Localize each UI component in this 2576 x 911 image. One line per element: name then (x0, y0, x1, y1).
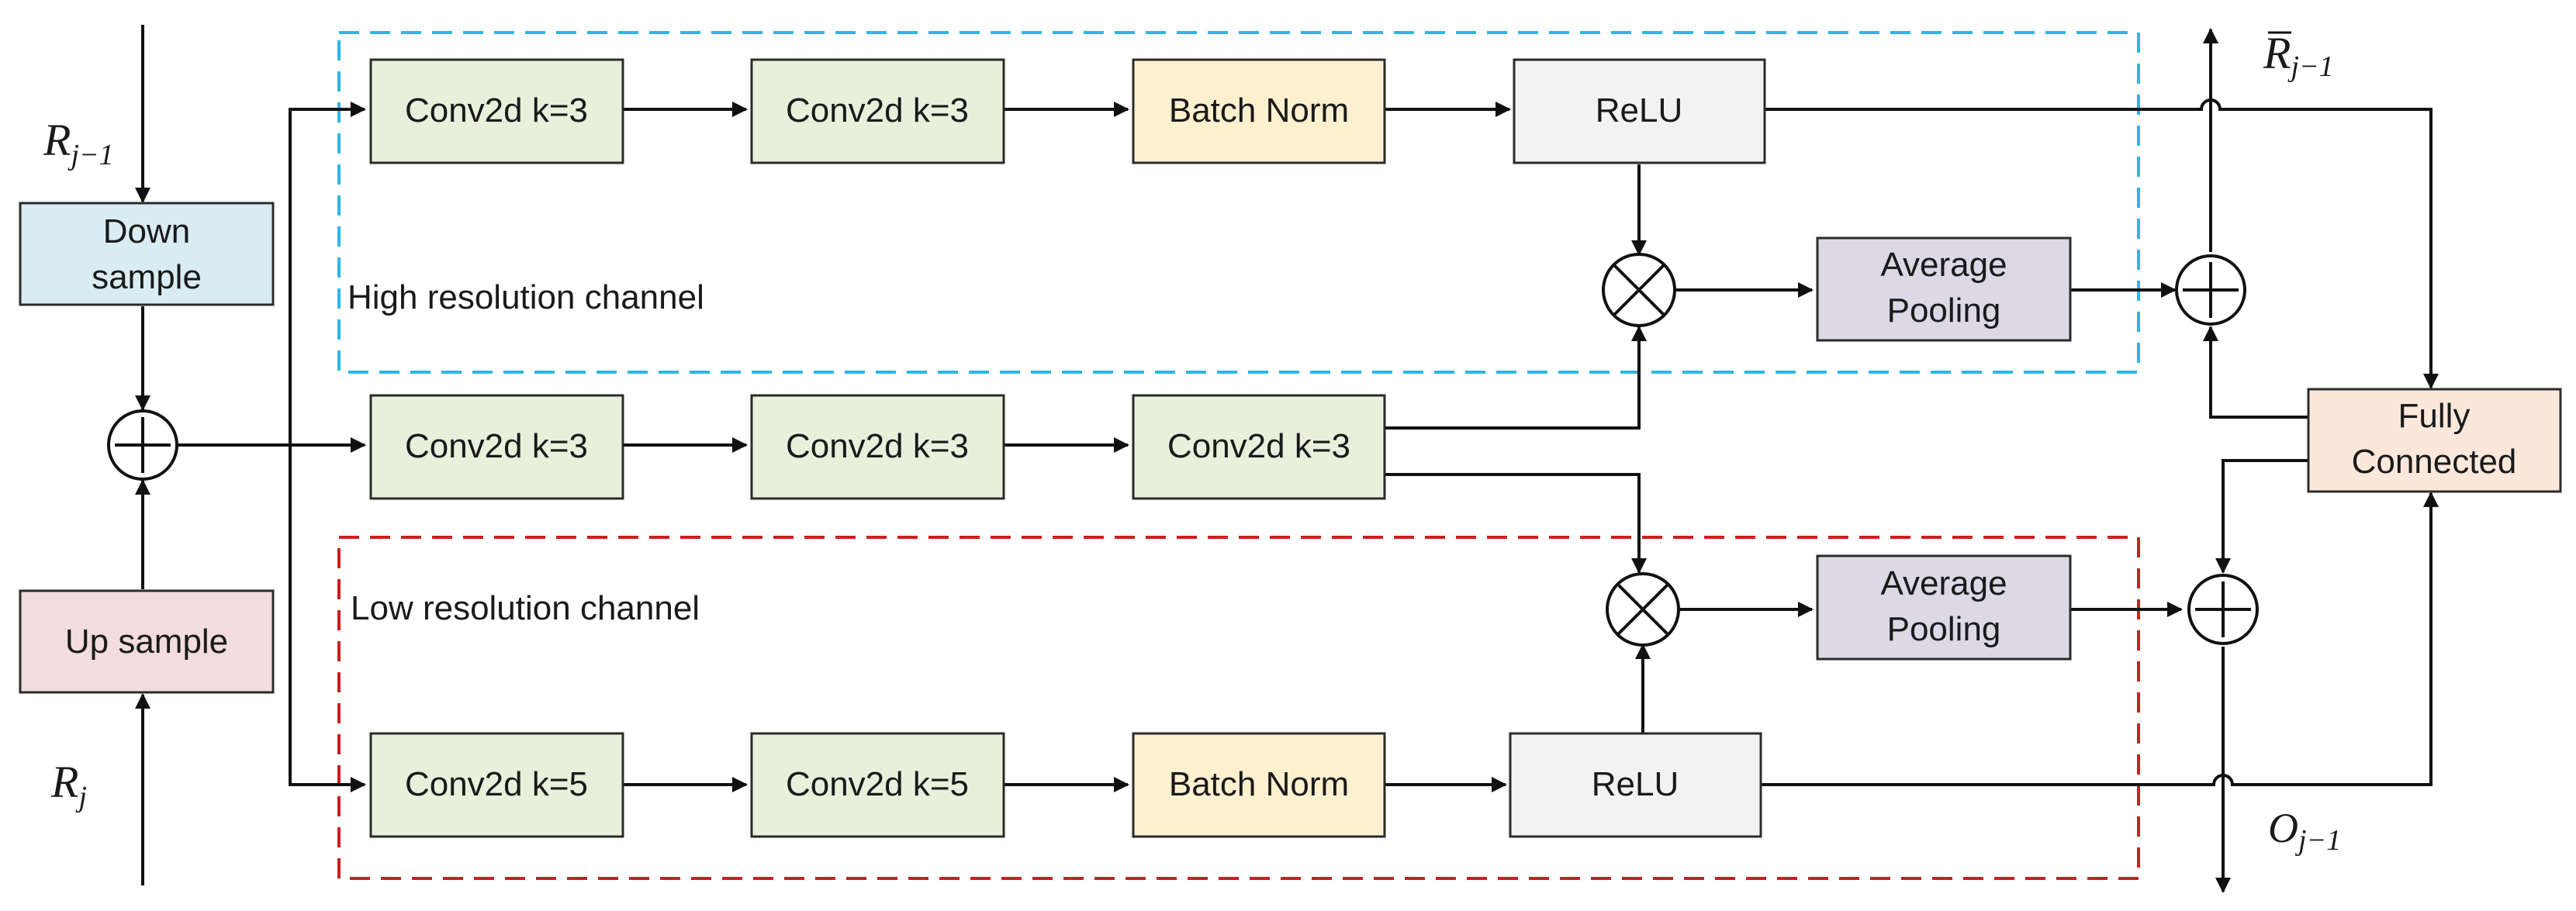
high-batchnorm-label: Batch Norm (1169, 91, 1349, 129)
downsample-label-line2: sample (92, 258, 202, 296)
mid-conv3-box (1132, 394, 1386, 500)
input-r-j-base: R (50, 757, 78, 807)
input-r-j-label: Rj (50, 757, 87, 813)
mid-conv1-box (369, 394, 624, 500)
upsample-box (19, 589, 275, 694)
fully-connected-label-line1: Fully (2398, 397, 2471, 435)
fully-connected-box (2307, 388, 2562, 493)
high-conv2-label: Conv2d k=3 (786, 91, 969, 129)
low-sum-circle-plus-icon (2187, 574, 2259, 645)
downsample-box (19, 202, 275, 306)
connections (135, 25, 2439, 893)
input-r-j-minus-1-label: Rj−1 (43, 115, 114, 171)
low-conv1-box (369, 732, 624, 838)
low-multiply-circle-times-icon (1606, 572, 1680, 647)
input-r-j-minus-1-base: R (43, 115, 71, 165)
high-pooling-box (1816, 236, 2072, 342)
high-batchnorm-box (1132, 58, 1386, 164)
low-conv1-label: Conv2d k=5 (405, 765, 588, 803)
low-relu-label: ReLU (1592, 765, 1679, 803)
upsample-block: Up sample (19, 589, 275, 694)
high-multiply-circle-times-icon (1602, 253, 1676, 327)
low-conv1: Conv2d k=5 (369, 732, 624, 838)
low-relu: ReLU (1509, 732, 1762, 838)
mid-conv2-label: Conv2d k=3 (786, 427, 969, 465)
mid-conv2-box (750, 394, 1005, 500)
output-o-j-minus-1-label: Oj−1 (2268, 805, 2341, 857)
high-conv2-box (750, 58, 1005, 164)
high-sum-circle-plus-icon (2175, 254, 2246, 326)
low-batchnorm: Batch Norm (1132, 732, 1386, 838)
output-r-bar-base: R (2263, 28, 2291, 78)
low-batchnorm-box (1132, 732, 1386, 838)
upsample-label: Up sample (65, 623, 228, 661)
low-channel-label: Low resolution channel (351, 589, 700, 627)
low-batchnorm-label: Batch Norm (1169, 765, 1349, 803)
output-r-bar-j-minus-1-label: Rj−1 (2263, 28, 2334, 83)
mid-conv3: Conv2d k=3 (1132, 394, 1386, 500)
high-pooling-label-line1: Average (1880, 246, 2007, 284)
fully-connected-block: Fully Connected (2307, 388, 2562, 493)
output-o-base: O (2268, 805, 2298, 851)
high-conv1-label: Conv2d k=3 (405, 91, 588, 129)
high-relu-label: ReLU (1596, 91, 1683, 129)
high-batchnorm: Batch Norm (1132, 58, 1386, 164)
high-relu: ReLU (1513, 58, 1766, 164)
low-pooling-label-line2: Pooling (1887, 610, 2001, 648)
high-conv1-box (369, 58, 624, 164)
low-conv2-label: Conv2d k=5 (786, 765, 969, 803)
downsample-block: Down sample (19, 202, 275, 306)
low-average-pooling: Average Pooling (1816, 554, 2072, 661)
output-r-bar-text: Rj−1 (2263, 28, 2334, 83)
mid-conv3-label: Conv2d k=3 (1167, 427, 1350, 465)
low-relu-box (1509, 732, 1762, 838)
high-relu-box (1513, 58, 1766, 164)
mid-conv1: Conv2d k=3 (369, 394, 624, 500)
downsample-label-line1: Down (103, 212, 191, 250)
fully-connected-label-line2: Connected (2352, 443, 2517, 481)
high-channel-label: High resolution channel (348, 278, 704, 316)
input-sum-circle-plus-icon (107, 409, 178, 481)
input-r-j-minus-1-sub: j−1 (67, 139, 113, 171)
output-r-bar-sub: j−1 (2287, 50, 2333, 83)
mid-conv2: Conv2d k=3 (750, 394, 1005, 500)
high-pooling-label-line2: Pooling (1887, 292, 2001, 330)
low-resolution-channel-group (337, 536, 2140, 880)
output-o-sub: j−1 (2294, 824, 2341, 857)
high-conv1: Conv2d k=3 (369, 58, 624, 164)
low-pooling-label-line1: Average (1880, 564, 2007, 602)
high-resolution-channel-group (337, 31, 2140, 374)
low-conv2-box (750, 732, 1005, 838)
low-pooling-box (1816, 554, 2072, 661)
high-average-pooling: Average Pooling (1816, 236, 2072, 342)
high-conv2: Conv2d k=3 (750, 58, 1005, 164)
low-conv2: Conv2d k=5 (750, 732, 1005, 838)
mid-conv1-label: Conv2d k=3 (405, 427, 588, 465)
